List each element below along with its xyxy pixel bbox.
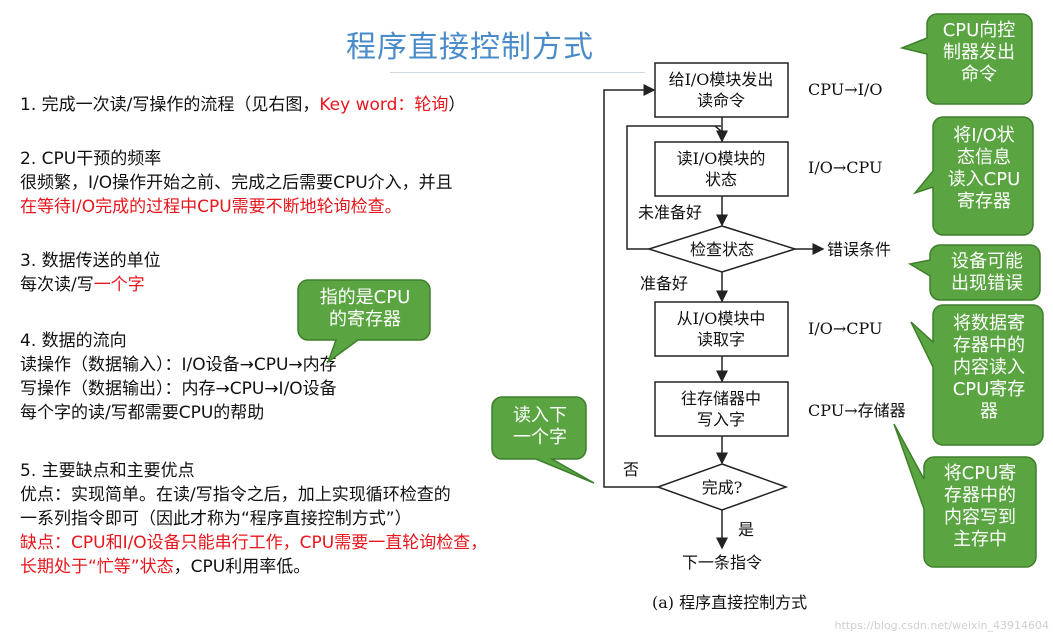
callout-6-text: 指的是CPU 的寄存器 <box>319 287 411 330</box>
section-1: 1. 完成一次读/写操作的流程（见右图，Key word：轮询） <box>20 93 465 117</box>
callout-1-bubble <box>899 13 1033 105</box>
decision2-label: 完成? <box>702 478 743 497</box>
callout-3-bubble <box>907 244 1041 301</box>
box3-line1: 从I/O模块中 <box>677 309 766 328</box>
section-3-line1-prefix: 每次读/写 <box>20 275 94 295</box>
box2-line1: 读I/O模块的 <box>677 149 766 168</box>
flowchart-caption: (a) 程序直接控制方式 <box>652 593 808 612</box>
title-underline <box>390 72 645 73</box>
section-3: 3. 数据传送的单位 每次读/写一个字 <box>20 249 161 297</box>
flow-box-send-command <box>654 62 789 118</box>
callout-3-text: 设备可能 出现错误 <box>951 251 1023 294</box>
section-1-prefix: 1. 完成一次读/写操作的流程（见右图， <box>20 95 320 115</box>
callout-1-text: CPU向控 制器发出 命令 <box>942 20 1016 85</box>
section-4-line3: 每个字的读/写都需要CPU的帮助 <box>20 403 265 423</box>
section-5-line4-tail: ，CPU利用率低。 <box>173 557 311 577</box>
section-4-line2: 写操作（数据输出）：内存→CPU→I/O设备 <box>20 379 337 399</box>
callout-6-bubble <box>297 279 431 365</box>
side-label-1: CPU→I/O <box>808 80 882 99</box>
section-4-heading: 4. 数据的流向 <box>20 331 127 351</box>
end-label: 下一条指令 <box>682 553 762 572</box>
flow-box-write-word <box>654 381 789 437</box>
side-label-4: CPU→存储器 <box>808 401 906 420</box>
side-label-3: I/O→CPU <box>808 319 882 338</box>
box1-line2: 读命令 <box>697 91 745 110</box>
box4-line1: 往存储器中 <box>681 389 761 408</box>
label-yes: 是 <box>738 520 754 539</box>
side-label-2: I/O→CPU <box>808 158 882 177</box>
label-ready: 准备好 <box>640 274 688 293</box>
section-5-heading: 5. 主要缺点和主要优点 <box>20 461 195 481</box>
box4-line2: 写入字 <box>697 410 745 429</box>
callout-5-text: 将CPU寄 存器中的 内容写到 主存中 <box>943 463 1017 550</box>
section-5-line4-red: 长期处于“忙等”状态 <box>20 557 174 577</box>
box1-line1: 给I/O模块发出 <box>669 70 774 89</box>
box2-line2: 状态 <box>705 170 737 189</box>
callout-4-text: 将数据寄 存器中的 内容读入 CPU寄存 器 <box>952 313 1026 422</box>
box3-line2: 读取字 <box>697 330 745 349</box>
section-3-heading: 3. 数据传送的单位 <box>20 251 161 271</box>
section-5-line3: 缺点：CPU和I/O设备只能串行工作，CPU需要一直轮询检查， <box>20 533 488 553</box>
callout-7-bubble <box>491 396 595 484</box>
callout-4-bubble <box>910 304 1044 446</box>
watermark: https://blog.csdn.net/weixin_43914604 <box>834 619 1049 632</box>
section-2-heading: 2. CPU干预的频率 <box>20 149 162 169</box>
decision1-label: 检查状态 <box>690 240 754 259</box>
label-no: 否 <box>623 460 639 479</box>
section-5-line2: 一系列指令即可（因此才称为“程序直接控制方式”） <box>20 509 412 529</box>
section-5-line1: 优点：实现简单。在读/写指令之后，加上实现循环检查的 <box>20 485 451 505</box>
section-2-line1: 很频繁，I/O操作开始之前、完成之后需要CPU介入，并且 <box>20 173 453 193</box>
section-2: 2. CPU干预的频率 很频繁，I/O操作开始之前、完成之后需要CPU介入，并且… <box>20 147 453 219</box>
section-5: 5. 主要缺点和主要优点 优点：实现简单。在读/写指令之后，加上实现循环检查的 … <box>20 459 487 579</box>
flow-loop-tip <box>714 125 722 132</box>
label-error: 错误条件 <box>827 240 891 259</box>
flow-loop-no <box>603 84 658 488</box>
page-title: 程序直接控制方式 <box>346 30 594 65</box>
section-1-keyword: Key word：轮询 <box>319 95 449 115</box>
section-4: 4. 数据的流向 读操作（数据输入）：I/O设备→CPU→内存 写操作（数据输出… <box>20 329 337 425</box>
callout-7-text: 读入下 一个字 <box>513 405 567 448</box>
callout-2-text: 将I/O状 态信息 读入CPU 寄存器 <box>947 125 1021 212</box>
section-2-line2: 在等待I/O完成的过程中CPU需要不断地轮询检查。 <box>20 197 402 217</box>
flow-box-read-status <box>654 141 789 197</box>
section-1-suffix: ） <box>448 95 466 115</box>
callout-5-bubble <box>893 423 1037 568</box>
section-3-line1-red: 一个字 <box>93 275 145 295</box>
callout-2-bubble <box>912 116 1034 236</box>
flow-loop-not-ready <box>626 125 721 250</box>
section-4-line1: 读操作（数据输入）：I/O设备→CPU→内存 <box>20 355 337 375</box>
label-not-ready: 未准备好 <box>638 203 702 222</box>
